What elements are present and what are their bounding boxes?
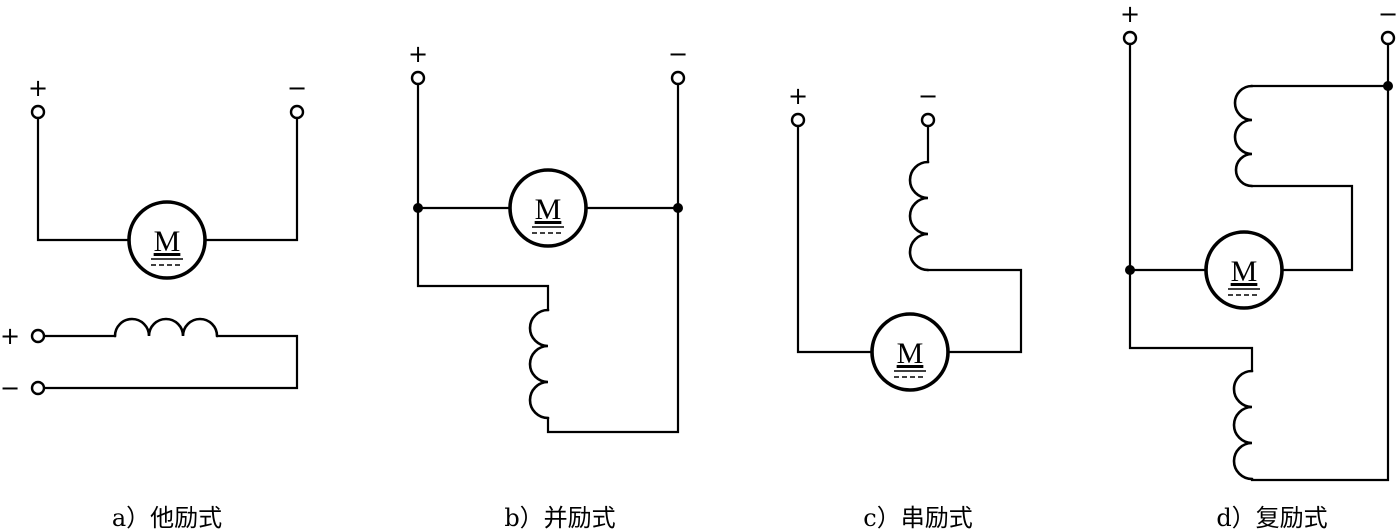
- diagram-c: + − M c）串励式: [788, 82, 1023, 530]
- minus-sign: −: [918, 82, 938, 110]
- plus-sign: +: [1120, 0, 1140, 28]
- caption-d: d）复励式: [1216, 504, 1327, 530]
- caption-c: c）串励式: [863, 504, 972, 530]
- minus-sign: −: [1378, 0, 1398, 28]
- field-wire: [42, 334, 299, 390]
- motor-label: M: [535, 193, 562, 226]
- minus-terminal: [1380, 30, 1396, 46]
- series-field-winding: [1232, 369, 1254, 481]
- shunt-field-winding: [528, 308, 550, 420]
- plus-terminal: [1122, 30, 1138, 46]
- field-plus-sign: +: [0, 322, 20, 350]
- motor-circle: [1204, 230, 1284, 310]
- series-field-winding: [908, 160, 930, 272]
- motor-circle: [870, 312, 950, 392]
- motor-label: M: [1231, 255, 1258, 288]
- plus-sign: +: [788, 82, 808, 110]
- motor-symbol: M: [127, 200, 207, 280]
- plus-terminal: [30, 104, 46, 120]
- series-circuit-wire: [796, 124, 1023, 354]
- motor-symbol: M: [870, 312, 950, 392]
- caption-b: b）并励式: [504, 504, 615, 530]
- field-plus-terminal: [30, 328, 46, 344]
- minus-sign: −: [287, 74, 307, 102]
- field-minus-terminal: [30, 380, 46, 396]
- armature-wire: [36, 116, 299, 242]
- shunt-field-wire: [416, 206, 680, 434]
- junction-node: [413, 203, 423, 213]
- diagram-b: + − M b）并励式: [408, 40, 688, 530]
- junction-node: [1125, 265, 1135, 275]
- junction-node: [1383, 81, 1393, 91]
- field-winding: [113, 317, 219, 338]
- shunt-field-winding: [1233, 84, 1254, 188]
- motor-symbol: M: [508, 168, 588, 248]
- motor-circle: [508, 168, 588, 248]
- motor-label: M: [897, 337, 924, 370]
- motor-symbol: M: [1204, 230, 1284, 310]
- motor-circle: [127, 200, 207, 280]
- minus-terminal: [289, 104, 305, 120]
- field-minus-sign: −: [0, 374, 20, 402]
- plus-sign: +: [408, 40, 428, 68]
- plus-terminal: [410, 70, 426, 86]
- minus-terminal: [670, 70, 686, 86]
- diagram-a: + − M + − a）他励式: [0, 74, 307, 530]
- minus-sign: −: [668, 40, 688, 68]
- plus-terminal: [790, 112, 806, 128]
- diagram-d: + − M d）复励式: [1120, 0, 1398, 530]
- junction-node: [673, 203, 683, 213]
- plus-sign: +: [28, 74, 48, 102]
- minus-terminal: [920, 112, 936, 128]
- motor-label: M: [154, 225, 181, 258]
- caption-a: a）他励式: [112, 504, 222, 530]
- armature-branch-wire: [1128, 84, 1390, 272]
